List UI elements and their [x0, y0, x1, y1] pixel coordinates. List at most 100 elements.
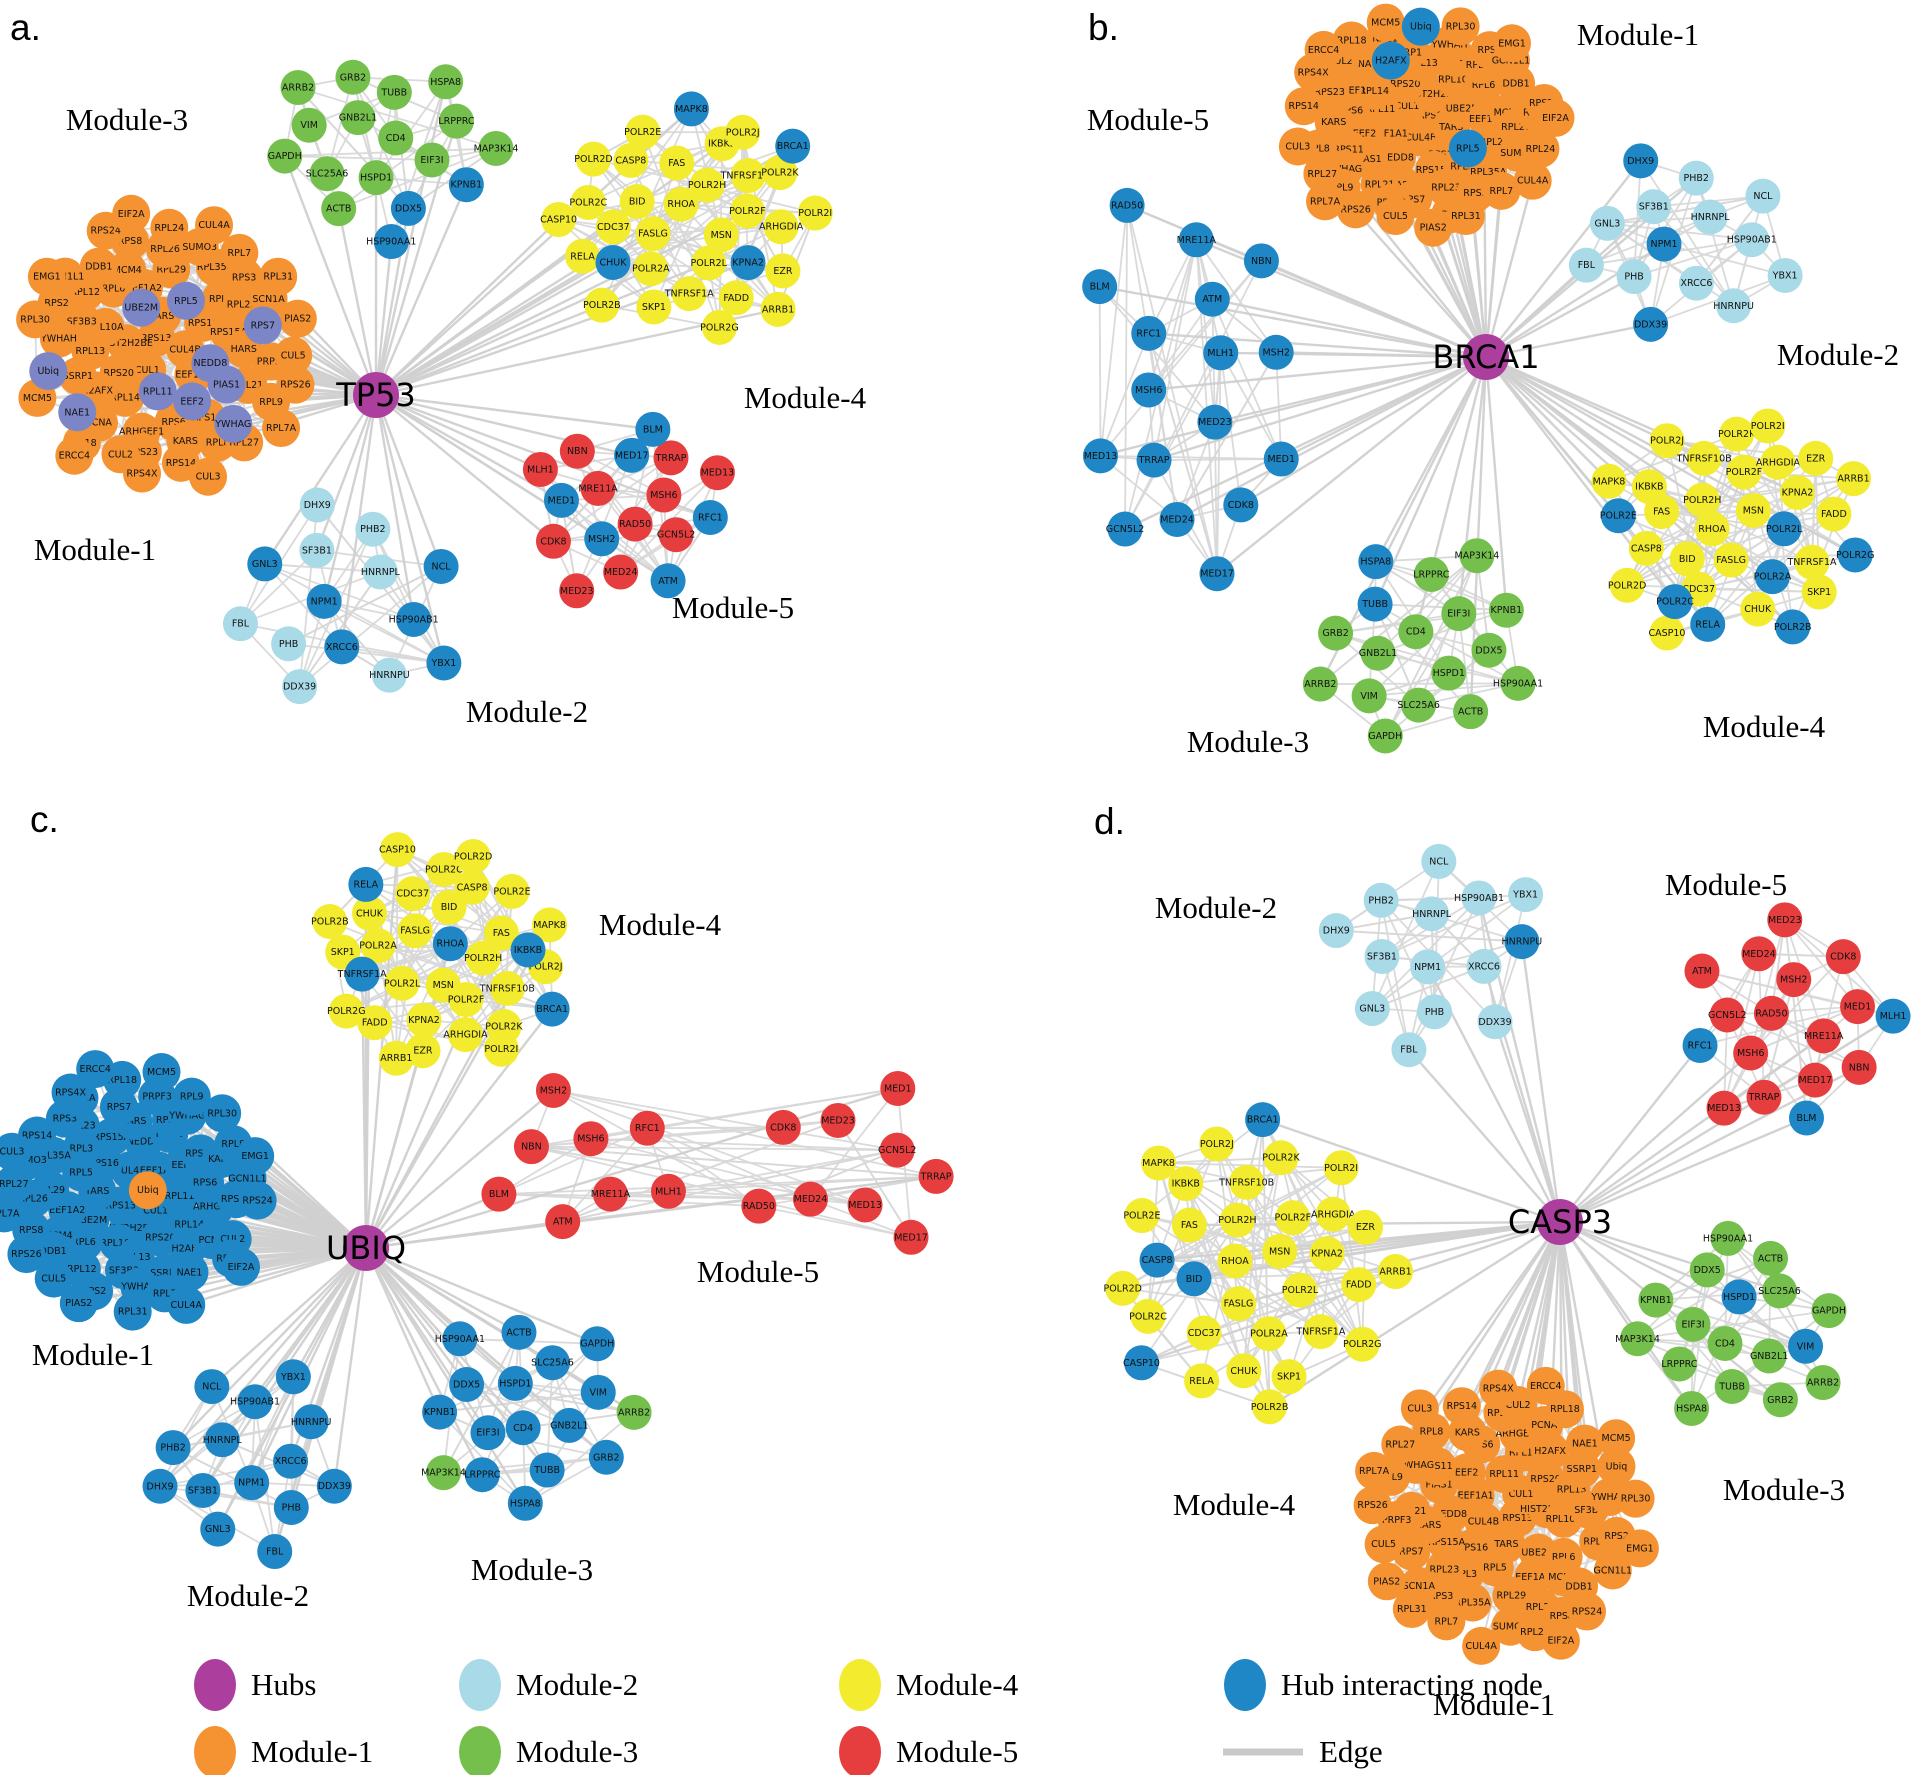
node-ARRB2[interactable] — [280, 70, 316, 106]
node-MED17[interactable] — [893, 1219, 929, 1255]
node-RHOA[interactable] — [1694, 511, 1730, 547]
node-PHB[interactable] — [1417, 994, 1453, 1030]
node-KPNA2[interactable] — [1779, 474, 1815, 510]
node-HSPD1[interactable] — [1721, 1279, 1757, 1315]
node-XRCC6[interactable] — [1466, 948, 1502, 984]
node-HSP90AA1[interactable] — [442, 1321, 478, 1357]
node-POLR2A[interactable] — [633, 251, 669, 287]
node-RPL7A[interactable] — [1306, 182, 1345, 221]
node-CASP10[interactable] — [379, 832, 415, 868]
node-CDK8[interactable] — [765, 1109, 801, 1145]
node-MED17[interactable] — [614, 437, 650, 473]
node-PHB2[interactable] — [1678, 160, 1714, 196]
node-NCL[interactable] — [1421, 843, 1457, 879]
node-RPS7[interactable] — [243, 306, 282, 345]
node-RPL9[interactable] — [172, 1077, 211, 1116]
node-KPNB1[interactable] — [1488, 592, 1524, 628]
node-FASLG[interactable] — [1221, 1286, 1257, 1322]
node-GAPDH[interactable] — [1811, 1293, 1847, 1329]
node-ARRB2[interactable] — [1805, 1365, 1841, 1401]
node-MLH1[interactable] — [1203, 335, 1239, 371]
node-RFC1[interactable] — [692, 499, 728, 535]
node-ATM[interactable] — [545, 1204, 581, 1240]
node-GNB2L1[interactable] — [1751, 1338, 1787, 1374]
node-YBX1[interactable] — [1767, 257, 1803, 293]
node-ARHGDIA[interactable] — [763, 209, 799, 245]
node-NPM1[interactable] — [1410, 949, 1446, 985]
node-EZR[interactable] — [1347, 1209, 1383, 1245]
node-KPNB1[interactable] — [1638, 1282, 1674, 1318]
node-Ubiq[interactable] — [29, 352, 68, 391]
node-GRB2[interactable] — [1318, 615, 1354, 651]
node-RPL5[interactable] — [166, 281, 205, 320]
node-RPL24[interactable] — [150, 208, 189, 247]
node-ARRB2[interactable] — [616, 1394, 652, 1430]
node-FADD[interactable] — [718, 280, 754, 316]
node-VIM[interactable] — [1351, 678, 1387, 714]
node-PIAS2[interactable] — [1367, 1562, 1406, 1601]
node-MCM4[interactable] — [108, 250, 147, 289]
node-KPNB1[interactable] — [422, 1394, 458, 1430]
node-GCN5L2[interactable] — [879, 1132, 915, 1168]
node-GCN1L1[interactable] — [1593, 1551, 1632, 1590]
node-BID[interactable] — [431, 889, 467, 925]
node-SF3B1[interactable] — [1636, 189, 1672, 225]
node-HSPD1[interactable] — [358, 160, 394, 196]
node-CASP10[interactable] — [541, 202, 577, 238]
node-CDC37[interactable] — [395, 876, 431, 912]
node-POLR2I[interactable] — [483, 1031, 519, 1067]
node-TNFRSF10B[interactable] — [730, 158, 766, 194]
node-ARRB1[interactable] — [378, 1040, 414, 1076]
node-RPL7[interactable] — [1427, 1602, 1466, 1641]
node-CUL3[interactable] — [0, 1132, 31, 1171]
node-PHB2[interactable] — [1363, 882, 1399, 918]
node-RPL31[interactable] — [1446, 197, 1485, 236]
node-TUBB[interactable] — [1357, 586, 1393, 622]
node-HSPA8[interactable] — [428, 64, 464, 100]
node-FBL[interactable] — [1568, 247, 1604, 283]
node-FASLG[interactable] — [397, 913, 433, 949]
node-POLR2I[interactable] — [797, 195, 833, 231]
node-PHB[interactable] — [1616, 259, 1652, 295]
node-BLM[interactable] — [481, 1176, 517, 1212]
node-RPS14[interactable] — [1284, 87, 1323, 126]
node-XRCC6[interactable] — [273, 1443, 309, 1479]
node-BLM[interactable] — [1082, 269, 1118, 305]
node-YBX1[interactable] — [426, 645, 462, 681]
node-ERCC4[interactable] — [1526, 1366, 1565, 1405]
node-EMG1[interactable] — [236, 1137, 275, 1176]
node-MAPK8[interactable] — [1591, 463, 1627, 499]
node-RELA[interactable] — [348, 866, 384, 902]
node-LRPPRC[interactable] — [438, 103, 474, 139]
node-GRB2[interactable] — [335, 59, 371, 95]
node-CASP8[interactable] — [1139, 1242, 1175, 1278]
node-RPL27[interactable] — [1381, 1425, 1420, 1464]
node-POLR2K[interactable] — [762, 155, 798, 191]
node-MSH2[interactable] — [1776, 962, 1812, 998]
node-GCN5L2[interactable] — [1709, 997, 1745, 1033]
node-BID[interactable] — [619, 184, 655, 220]
node-POLR2L[interactable] — [1766, 511, 1802, 547]
node-NAE1[interactable] — [58, 393, 97, 432]
node-HSP90AB1[interactable] — [396, 601, 432, 637]
node-RPL11[interactable] — [138, 372, 177, 411]
node-CHUK[interactable] — [1226, 1353, 1262, 1389]
node-GNB2L1[interactable] — [1360, 635, 1396, 671]
node-RPL5[interactable] — [1475, 1548, 1514, 1587]
node-NPM1[interactable] — [306, 583, 342, 619]
node-CHUK[interactable] — [352, 895, 388, 931]
node-GRB2[interactable] — [588, 1439, 624, 1475]
node-HNRNPU[interactable] — [1716, 288, 1752, 324]
node-POLR2F[interactable] — [1275, 1200, 1311, 1236]
node-CDC37[interactable] — [595, 209, 631, 245]
node-POLR2D[interactable] — [1609, 567, 1645, 603]
node-Ubiq[interactable] — [128, 1171, 167, 1210]
node-POLR2J[interactable] — [1649, 423, 1685, 459]
node-KPNA2[interactable] — [406, 1002, 442, 1038]
node-MED23[interactable] — [1767, 902, 1803, 938]
node-PIAS2[interactable] — [59, 1284, 98, 1323]
node-RFC1[interactable] — [629, 1110, 665, 1146]
node-DDX39[interactable] — [316, 1468, 352, 1504]
node-DHX9[interactable] — [299, 487, 335, 523]
node-IKBKB[interactable] — [510, 932, 546, 968]
